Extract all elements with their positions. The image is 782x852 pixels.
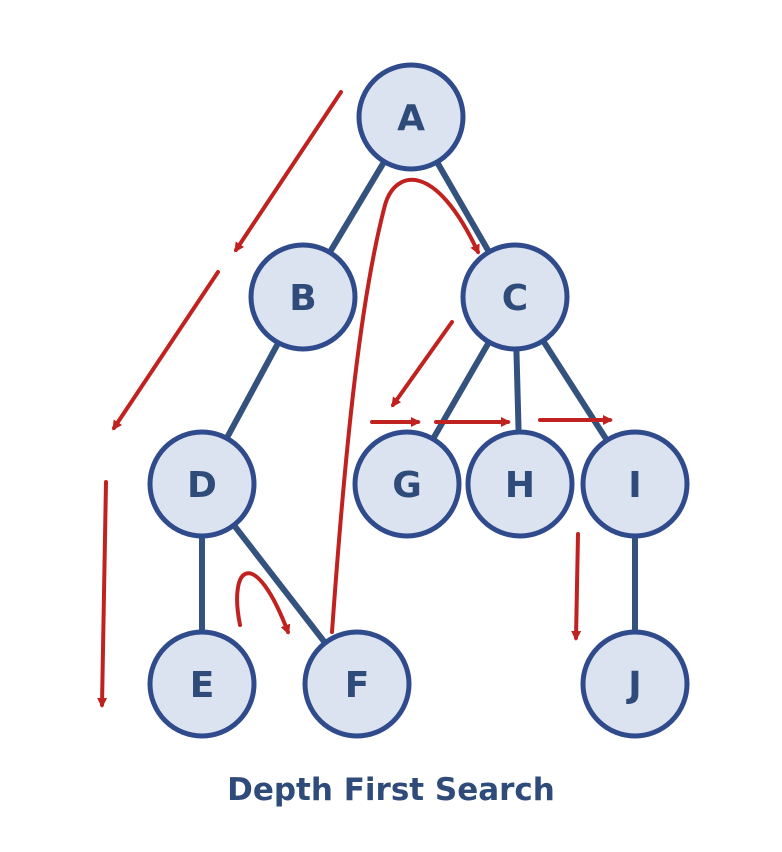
- arrow-d-to-e: [97, 480, 108, 708]
- node-d: D: [147, 429, 257, 539]
- node-circle: [580, 629, 690, 739]
- node-f: F: [302, 629, 412, 739]
- node-a: A: [356, 62, 466, 172]
- node-label: I: [628, 465, 641, 506]
- arrow-f-to-c: [330, 177, 480, 634]
- node-circle: [352, 429, 462, 539]
- arrow-c-to-g: [391, 320, 454, 408]
- traversal-arrows: [97, 90, 613, 708]
- arrow-b-to-d: [112, 270, 220, 431]
- node-circle: [465, 429, 575, 539]
- node-circle: [580, 429, 690, 539]
- node-label: D: [187, 465, 217, 506]
- node-g: G: [352, 429, 462, 539]
- node-c: C: [460, 242, 570, 352]
- node-label: H: [505, 465, 535, 506]
- node-j: J: [580, 629, 690, 739]
- node-circle: [460, 242, 570, 352]
- node-label: G: [392, 465, 422, 506]
- node-circle: [356, 62, 466, 172]
- node-circle: [248, 242, 358, 352]
- diagram-caption: Depth First Search: [227, 772, 555, 808]
- node-label: E: [190, 665, 215, 706]
- node-label: B: [289, 278, 316, 319]
- arrow-a-to-b: [234, 90, 343, 253]
- tree-nodes: A B C D E F G H I J: [147, 62, 690, 739]
- node-e: E: [147, 629, 257, 739]
- node-circle: [147, 429, 257, 539]
- node-label: J: [625, 665, 641, 706]
- node-label: C: [502, 278, 528, 319]
- node-h: H: [465, 429, 575, 539]
- node-b: B: [248, 242, 358, 352]
- node-circle: [302, 629, 412, 739]
- arrow-i-to-j: [571, 532, 582, 641]
- node-circle: [147, 629, 257, 739]
- node-i: I: [580, 429, 690, 539]
- node-label: A: [397, 98, 425, 139]
- node-label: F: [345, 665, 370, 706]
- arrow-e-to-f: [235, 571, 291, 635]
